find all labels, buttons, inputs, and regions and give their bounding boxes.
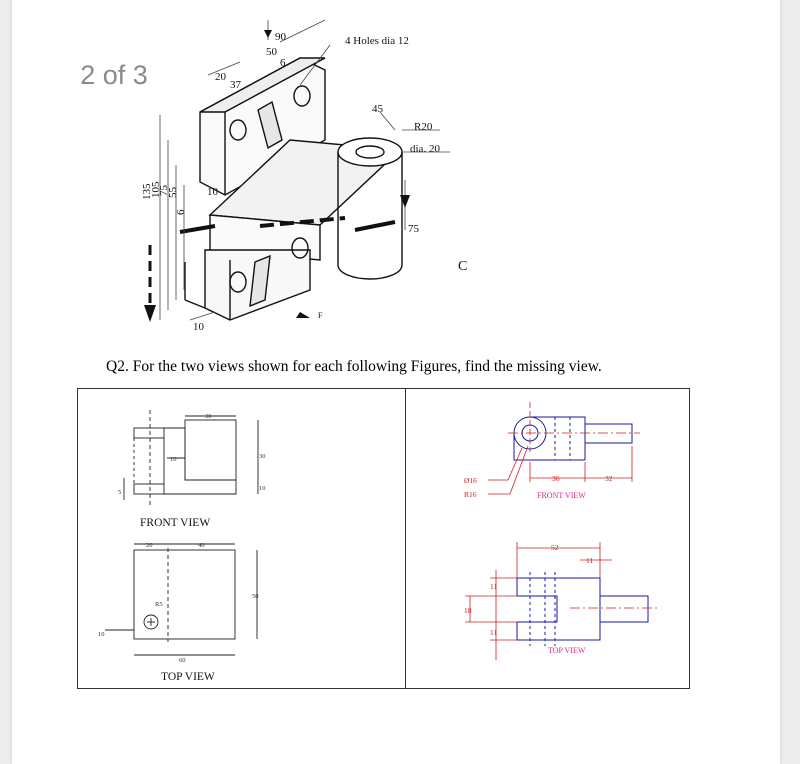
iso-dim-135: 135 xyxy=(141,183,153,200)
iso-dim-105: 105 xyxy=(150,181,162,198)
iso-dim-75-right: 75 xyxy=(408,223,420,235)
fig2-top-dim-lug: 11 xyxy=(586,556,593,565)
fig1-top-dim-40: 40 xyxy=(198,542,205,549)
fig2-front-dia: Ø16 xyxy=(464,476,477,485)
iso-dim-dia20: dia. 20 xyxy=(410,143,440,155)
iso-dim-10-mid: 10 xyxy=(207,186,219,198)
fig2-front-rad: R16 xyxy=(464,490,477,499)
document-page xyxy=(12,0,780,764)
fig1-front-dim-30-right: 30 xyxy=(259,453,266,460)
iso-dim-6: 6 xyxy=(280,57,286,69)
fig1-top-dim-20: 20 xyxy=(146,542,153,549)
iso-dim-10-bottom: 10 xyxy=(193,321,205,333)
iso-holes-label: 4 Holes dia 12 xyxy=(345,35,409,47)
iso-dim-55: 55 xyxy=(167,187,179,199)
fig2-top-dim-slot: 18 xyxy=(464,606,472,615)
iso-arrow-letter: F xyxy=(318,311,323,320)
iso-dim-45: 45 xyxy=(372,103,384,115)
fig1-top-dim-60: 60 xyxy=(179,657,186,664)
fig1-top-dim-10: 10 xyxy=(98,631,105,638)
iso-dim-r20: R20 xyxy=(414,121,433,133)
fig1-front-label: FRONT VIEW xyxy=(140,517,210,529)
fig1-top-dim-r5: R5 xyxy=(155,601,163,608)
fig2-front-label: FRONT VIEW xyxy=(537,491,586,500)
fig2-top-label: TOP VIEW xyxy=(548,646,586,655)
figures-table xyxy=(77,388,690,689)
iso-dim-20: 20 xyxy=(215,71,227,83)
iso-dim-50: 50 xyxy=(266,46,278,58)
fig1-top-dim-50: 50 xyxy=(252,593,259,600)
fig1-front-dim-5: 5 xyxy=(118,489,121,496)
fig1-front-dim-30: 30 xyxy=(205,413,212,420)
fig2-top-dim-t1: 11 xyxy=(490,582,497,591)
figures-divider xyxy=(405,388,406,689)
fig2-front-dim-36: 36 xyxy=(552,474,560,483)
fig1-front-dim-10: 10 xyxy=(170,456,177,463)
fig2-front-dim-32: 32 xyxy=(605,474,613,483)
iso-dim-90: 90 xyxy=(275,31,287,43)
fig1-top-label: TOP VIEW xyxy=(161,671,215,683)
iso-dim-6-left: 6 xyxy=(175,209,187,215)
iso-letter: C xyxy=(458,259,467,274)
fig1-front-dim-10-right: 10 xyxy=(259,485,266,492)
fig2-top-dim-52: 52 xyxy=(551,543,559,552)
iso-dim-37: 37 xyxy=(230,79,242,91)
fig2-top-dim-t2: 11 xyxy=(490,628,497,637)
iso-dim-75-left: 75 xyxy=(158,185,170,197)
question-text: Q2. For the two views shown for each fol… xyxy=(106,358,602,375)
page-indicator: 2 of 3 xyxy=(62,52,166,98)
